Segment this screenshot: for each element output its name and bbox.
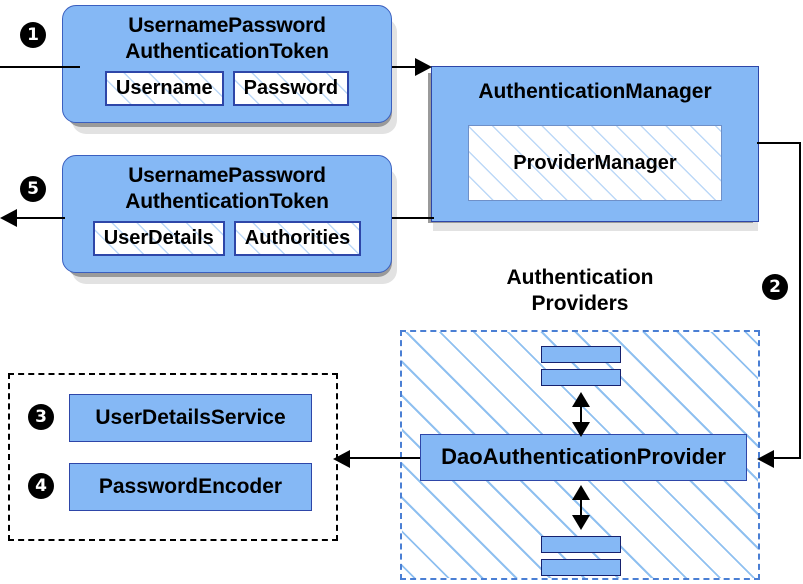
provider-manager-label: ProviderManager	[513, 152, 677, 174]
slot-username-label: Username	[115, 77, 213, 99]
step-badge-3: 3	[28, 404, 54, 430]
dao-authentication-provider-box[interactable]: DaoAuthenticationProvider	[420, 434, 747, 481]
response-token-to-client-line	[17, 217, 65, 219]
username-password-authentication-token-request[interactable]: UsernamePassword AuthenticationToken Use…	[62, 5, 392, 123]
provider-to-dependencies-arrowhead	[333, 450, 350, 468]
response-token-slot-row: UserDetails Authorities	[63, 221, 391, 256]
provider-manager-box[interactable]: ProviderManager	[468, 125, 722, 201]
slot-user-details-label: UserDetails	[103, 227, 214, 249]
step-badge-1: 1	[20, 22, 46, 48]
authentication-providers-title-line1: Authentication	[506, 266, 654, 289]
username-password-authentication-token-response[interactable]: UsernamePassword AuthenticationToken Use…	[62, 155, 392, 273]
provider-link-bottom-line	[580, 489, 582, 527]
step-badge-5: 5	[20, 176, 46, 202]
slot-password[interactable]: Password	[232, 71, 350, 106]
provider-link-bottom-arrow-down	[572, 515, 590, 530]
provider-link-bottom-arrow-up	[572, 485, 590, 500]
manager-to-providers-line-top	[757, 142, 801, 144]
slot-authorities[interactable]: Authorities	[233, 221, 362, 256]
slot-username[interactable]: Username	[104, 71, 224, 106]
dao-authentication-provider-label: DaoAuthenticationProvider	[441, 444, 726, 469]
manager-to-providers-line-bottom	[772, 457, 800, 459]
provider-placeholder-top-a[interactable]	[541, 346, 621, 363]
response-token-title-line1: UsernamePassword	[128, 164, 326, 187]
authentication-providers-title-line2: Providers	[531, 292, 629, 315]
manager-to-response-token-line	[392, 217, 434, 219]
request-token-title-line2: AuthenticationToken	[125, 40, 329, 63]
providers-entry-arrowhead	[757, 450, 774, 468]
password-encoder-label: PasswordEncoder	[98, 475, 283, 498]
slot-password-label: Password	[243, 77, 339, 99]
user-details-service-box[interactable]: UserDetailsService	[69, 394, 312, 442]
provider-placeholder-top-b[interactable]	[541, 369, 621, 386]
provider-placeholder-bottom-b[interactable]	[541, 559, 621, 576]
user-details-service-label: UserDetailsService	[95, 406, 286, 429]
slot-authorities-label: Authorities	[244, 227, 351, 249]
step-badge-2: 2	[762, 274, 788, 300]
incoming-request-line	[0, 66, 80, 68]
provider-link-top-arrow-down	[572, 422, 590, 437]
provider-link-top-line	[580, 396, 582, 434]
token-to-manager-line	[392, 66, 422, 68]
authentication-manager-title: AuthenticationManager	[478, 80, 712, 103]
password-encoder-box[interactable]: PasswordEncoder	[69, 463, 312, 511]
token-to-manager-arrowhead	[415, 58, 432, 76]
provider-link-top-arrow-up	[572, 392, 590, 407]
request-token-slot-row: Username Password	[63, 71, 391, 106]
provider-to-dependencies-line	[348, 457, 420, 459]
request-token-title-line1: UsernamePassword	[128, 14, 326, 37]
slot-user-details[interactable]: UserDetails	[92, 221, 225, 256]
response-token-title-line2: AuthenticationToken	[125, 190, 329, 213]
step-badge-4: 4	[28, 473, 54, 499]
manager-to-providers-line-vertical	[799, 142, 801, 459]
response-output-arrowhead	[0, 209, 17, 227]
provider-placeholder-bottom-a[interactable]	[541, 536, 621, 553]
